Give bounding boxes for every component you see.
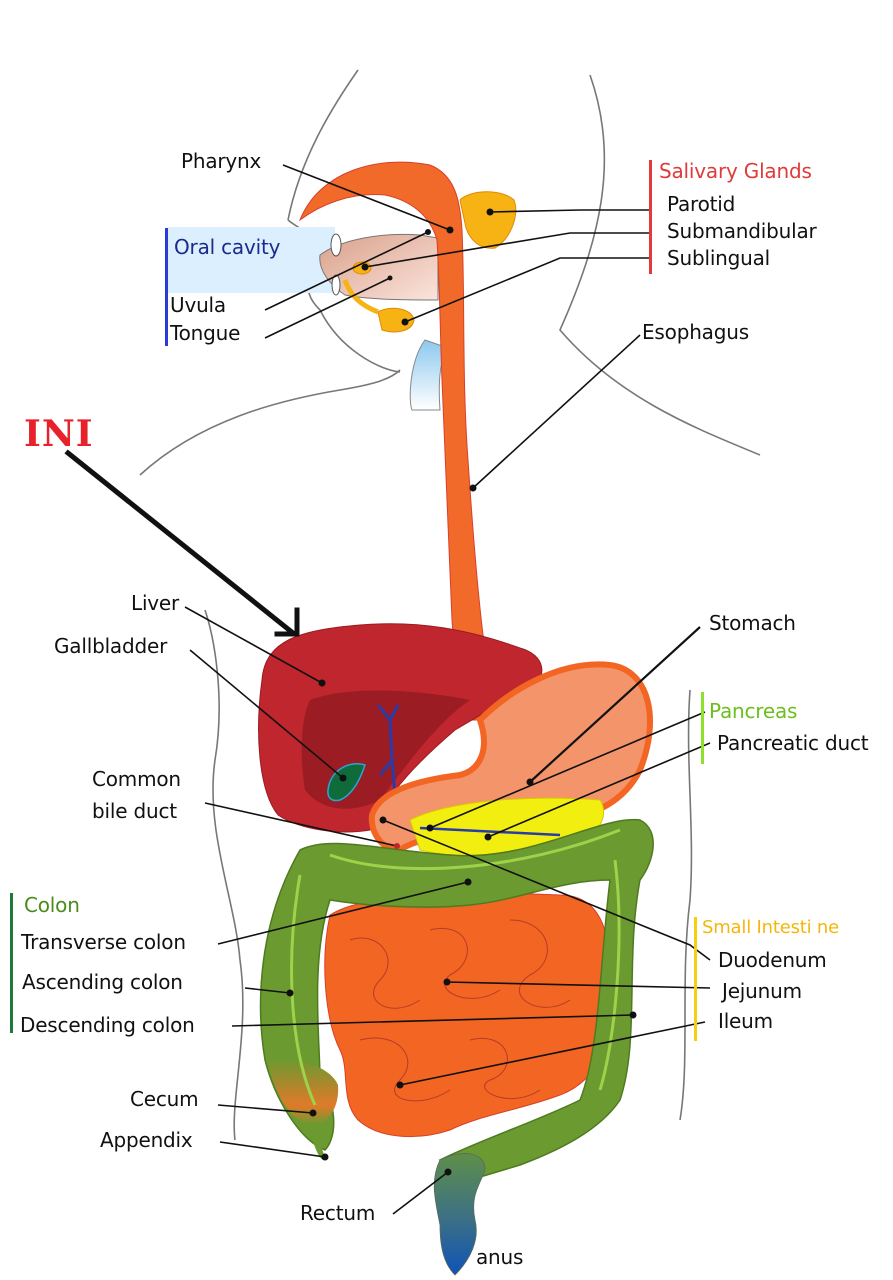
rectum-label: Rectum	[300, 1201, 376, 1225]
pharynx-label: Pharynx	[181, 149, 262, 173]
anus-label: anus	[476, 1245, 524, 1269]
leader-lines	[184, 164, 711, 1215]
tongue	[319, 233, 439, 301]
oral-cavity-band	[168, 227, 335, 293]
cecum	[268, 1058, 339, 1125]
colon-bar	[10, 893, 13, 1033]
parotid-label: Parotid	[667, 192, 736, 216]
oral-cavity-title: Oral cavity	[174, 235, 281, 259]
rectum	[433, 1153, 486, 1276]
pancreatic-duct-label: Pancreatic duct	[717, 731, 869, 755]
ini-arrow	[64, 449, 300, 637]
tongue-label: Tongue	[170, 321, 241, 345]
ileum-label: Ileum	[718, 1009, 773, 1033]
colon-title: Colon	[24, 893, 80, 917]
ini-annotation: INI	[24, 413, 94, 455]
transverse-colon-label: Transverse colon	[21, 930, 186, 954]
small-intestine	[324, 892, 613, 1137]
oral-cavity-bar	[165, 228, 168, 346]
small-intestine-title: Small Intesti ne	[702, 917, 840, 938]
descending-colon-label: Descending colon	[20, 1013, 195, 1037]
sublingual-label: Sublingual	[667, 246, 771, 270]
appendix-label: Appendix	[100, 1128, 193, 1152]
salivary-glands-bar	[649, 160, 652, 274]
salivary-glands	[342, 191, 517, 333]
stomach-label: Stomach	[709, 611, 796, 635]
gallbladder-label: Gallbladder	[54, 634, 168, 658]
salivary-glands-title: Salivary Glands	[659, 159, 812, 183]
lips	[330, 233, 342, 296]
esophagus-label: Esophagus	[642, 320, 749, 344]
intestine-folds	[349, 919, 571, 1102]
cecum-label: Cecum	[130, 1087, 199, 1111]
jejunum-label: Jejunum	[722, 979, 802, 1003]
parotid-gland	[459, 191, 517, 249]
liver-label: Liver	[131, 591, 180, 615]
ascending-colon-label: Ascending colon	[22, 970, 183, 994]
pancreas-bar	[701, 692, 704, 764]
appendix	[308, 1120, 326, 1161]
common-bile-duct-label-2: bile duct	[92, 799, 177, 823]
uvula-label: Uvula	[170, 293, 226, 317]
duodenum-label: Duodenum	[718, 948, 827, 972]
submandibular-label: Submandibular	[667, 219, 817, 243]
small-intestine-bar	[694, 917, 697, 1041]
leader-dots	[286, 208, 637, 1176]
pancreas-title: Pancreas	[709, 699, 798, 723]
sublingual-gland	[377, 307, 415, 333]
common-bile-duct-label-1: Common	[92, 767, 181, 791]
